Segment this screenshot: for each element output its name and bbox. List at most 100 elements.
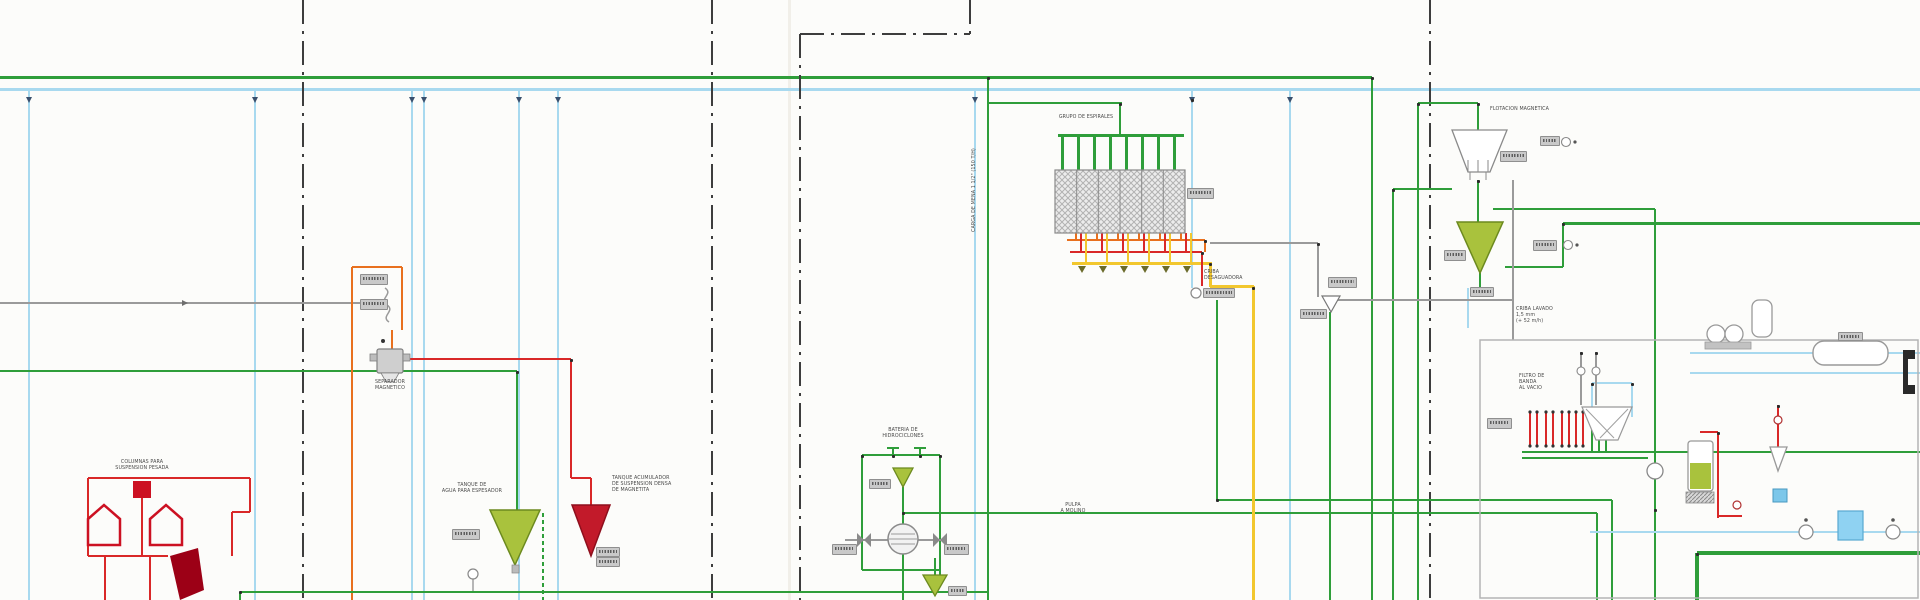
filter-red-elements [1528, 410, 1585, 448]
pipe-segment-yl [1072, 261, 1212, 265]
riser-valve [1576, 366, 1586, 376]
flow-arrow-icon [515, 97, 522, 103]
pipe-segment-bk [711, 0, 713, 600]
battery-limit-bracket [1903, 350, 1915, 394]
flow-arrow-icon [971, 97, 978, 103]
pipe-segment-g [1610, 500, 1614, 600]
instrument-circle [1562, 239, 1574, 251]
junction-dot [1476, 102, 1480, 106]
pipe-segment-bk [800, 33, 970, 35]
flow-arrow-icon [408, 97, 415, 103]
water-cube [1772, 488, 1788, 503]
pipe-segment-g [1060, 135, 1064, 170]
pipe-segment-g [887, 447, 899, 449]
junction-dot [1190, 98, 1194, 102]
junction-dot [1590, 382, 1594, 386]
pipe-segment-rd [1716, 432, 1720, 518]
pipe-segment-g [892, 448, 894, 456]
pump-dot [1804, 518, 1808, 522]
equipment-tag [1500, 151, 1527, 162]
valve-bowtie [857, 533, 947, 547]
magnetite-tank-cone [570, 504, 612, 559]
equipment-tag [1487, 418, 1512, 429]
sample-funnel [1320, 295, 1342, 314]
equipment-tag [596, 557, 620, 567]
pipe-segment-g [238, 592, 242, 600]
pipe-segment-rd [86, 478, 90, 556]
water-tank-label: TANQUE DE AGUA PARA ESPESADOR [441, 483, 503, 494]
pipe-segment-g [1076, 135, 1080, 170]
pipe-segment-g [1108, 135, 1112, 170]
pipe-segment-g [1493, 208, 1655, 210]
pipe-segment-gy [1210, 242, 1318, 244]
pipe-segment-lb [0, 87, 1920, 91]
pipe-segment-yl [1084, 233, 1088, 264]
equipment-tag [1533, 240, 1557, 251]
pipe-segment-lb [518, 89, 520, 600]
pipe-segment-rd [1700, 430, 1718, 434]
pipe-segment-rd [248, 478, 252, 512]
flow-arrow-icon [420, 97, 427, 103]
wash-screen-label: CRIBA LAVADO 1,5 mm (+ 52 m/h) [1516, 307, 1553, 324]
pipe-segment-g [1328, 312, 1332, 600]
pipe-segment-g [988, 102, 1122, 104]
pipe-segment-gy [1317, 243, 1319, 297]
pipe-segment-yl [1208, 263, 1212, 287]
junction-dot [1716, 431, 1720, 435]
pipe-segment-yl [1210, 284, 1254, 288]
junction-dot [1251, 286, 1255, 290]
pipe-segment-g [1417, 103, 1419, 600]
pipe-segment-g [901, 487, 905, 525]
pipe-segment-lb [1592, 382, 1632, 384]
pipe-segment-or [352, 265, 402, 269]
pipe-segment-g [919, 448, 921, 456]
wash-screen-deck [1581, 406, 1633, 441]
equipment-tag [944, 544, 969, 555]
pipe-segment-g [1371, 77, 1373, 600]
magnetic-separator [376, 348, 404, 374]
instrument-dot [1573, 140, 1577, 144]
pipe-segment-or [1074, 233, 1078, 241]
pipe-segment-g [1140, 135, 1144, 170]
vacuum-pump [1706, 324, 1726, 344]
pipe-segment-or [350, 267, 354, 600]
flow-arrow-icon [25, 97, 32, 103]
equipment-tag [1540, 136, 1560, 146]
equipment-tag [360, 299, 388, 310]
pipe-segment-g [1477, 103, 1479, 131]
pipe-segment-g [860, 455, 864, 570]
pipe-segment-gy [1580, 352, 1582, 405]
pipe-segment-g [240, 590, 988, 594]
pipe-segment-or [1095, 233, 1099, 241]
pipe-segment-or [1116, 233, 1120, 241]
pipe-segment-gy [1595, 352, 1597, 405]
pipe-segment-lb [423, 89, 425, 600]
launder-discharge-cones [1078, 266, 1191, 273]
junction-dot [1200, 251, 1204, 255]
pump-dot [1891, 518, 1895, 522]
junction-dot [1118, 102, 1122, 106]
flow-arrow-icon [182, 300, 188, 306]
pipe-segment-rd [230, 512, 234, 556]
junction-dot [1653, 508, 1657, 512]
pipe-segment-rd [400, 357, 571, 361]
pipe-segment-rd [1718, 514, 1742, 518]
pipe-segment-rd [1163, 233, 1167, 253]
pipe-segment-g [1393, 188, 1452, 190]
pipe-segment-rd [1200, 252, 1204, 286]
equipment-tag [360, 274, 388, 285]
pipe-segment-yl [1168, 233, 1172, 264]
junction-dot [1695, 552, 1699, 556]
pipe-segment-rd [589, 478, 593, 505]
pipe-segment-lb [974, 89, 976, 600]
junction-dot [938, 454, 942, 458]
spiral-bank-dividers [1076, 170, 1164, 233]
pipe-segment-rd [88, 554, 168, 558]
pipe-segment-g [1595, 513, 1599, 600]
pipe-segment-rd [88, 476, 250, 480]
junction-dot [1370, 76, 1374, 80]
pipe-segment-g [1522, 457, 1648, 459]
pipe-segment-rd [1184, 233, 1188, 253]
red-line-valve [1773, 415, 1783, 425]
vacuum-receiver [1751, 299, 1773, 338]
